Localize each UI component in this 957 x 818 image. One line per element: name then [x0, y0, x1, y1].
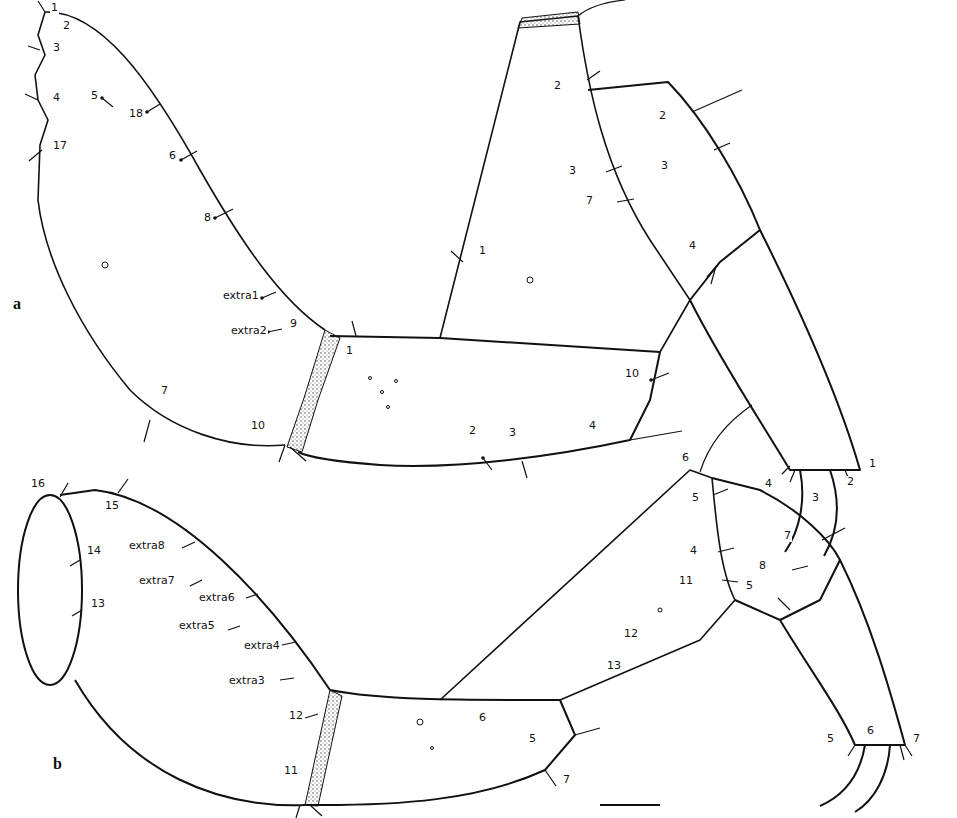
seta-number: extra7: [138, 575, 176, 587]
seta-number: 11: [678, 575, 694, 587]
seta-number: 6: [478, 712, 487, 724]
seta-number: 4: [588, 420, 597, 432]
seta-base: [100, 96, 653, 460]
scale-bar: [600, 804, 660, 806]
seta-number: 7: [160, 385, 169, 397]
seta-number: 7: [585, 195, 594, 207]
tibia-outline: [440, 470, 735, 700]
joint-membrane: [305, 690, 342, 806]
seta-number: extra4: [243, 640, 281, 652]
seta-number: 12: [288, 710, 304, 722]
seta-number: extra8: [128, 540, 166, 552]
apotele-outline: [780, 560, 905, 745]
pore: [102, 262, 533, 409]
seta-number: 6: [168, 150, 177, 162]
seta-number: 2: [553, 80, 562, 92]
panel-letter: b: [52, 756, 63, 772]
seta-number: 3: [568, 165, 577, 177]
seta-number: 4: [689, 545, 698, 557]
seta-number: 6: [866, 725, 875, 737]
seta-number: 1: [345, 345, 354, 357]
seta-number: 9: [289, 318, 298, 330]
seta-number: 10: [250, 420, 266, 432]
seta-number: 13: [606, 660, 622, 672]
seta-number: 2: [62, 20, 71, 32]
seta-number: 2: [658, 110, 667, 122]
seta-number: 2: [846, 476, 855, 488]
seta-number: 8: [758, 560, 767, 572]
seta-number: 6: [681, 452, 690, 464]
seta-number: 5: [745, 580, 754, 592]
seta-number: 7: [912, 733, 921, 745]
seta-number: 3: [660, 160, 669, 172]
trochanter-oval: [18, 495, 82, 685]
joint-membrane: [518, 12, 580, 28]
seta-number: 1: [50, 2, 59, 14]
seta-number: 10: [624, 368, 640, 380]
seta-number: 4: [764, 478, 773, 490]
seta-number: 5: [528, 733, 537, 745]
seta-number: 12: [623, 628, 639, 640]
femur-outline: [35, 12, 325, 446]
seta-number: 1: [478, 245, 487, 257]
claw: [820, 745, 890, 812]
seta-number: extra6: [198, 592, 236, 604]
seta: [60, 405, 912, 818]
seta-number: 18: [128, 108, 144, 120]
tarsus-outline: [588, 82, 760, 300]
seta-number: 5: [90, 90, 99, 102]
seta-number: 7: [783, 530, 792, 542]
leg-a: [25, 0, 860, 556]
seta-number: 3: [811, 492, 820, 504]
seta-number: 5: [826, 733, 835, 745]
leg-b: [18, 405, 912, 818]
panel-letter: a: [12, 296, 22, 312]
seta-number: 8: [203, 212, 212, 224]
seta-number: 4: [688, 240, 697, 252]
seta-number: 4: [52, 92, 61, 104]
seta-number: 14: [86, 545, 102, 557]
pore: [417, 608, 662, 750]
seta-number: extra1: [222, 290, 260, 302]
seta-number: extra2: [230, 325, 268, 337]
seta-number: 3: [508, 427, 517, 439]
seta-number: 2: [468, 425, 477, 437]
seta-number: 17: [52, 140, 68, 152]
femur-outline: [60, 490, 330, 805]
genu-outline: [305, 690, 575, 805]
seta: [25, 0, 850, 482]
seta-number: 11: [283, 765, 299, 777]
seta-number: extra5: [178, 620, 216, 632]
joint-membrane: [287, 330, 340, 452]
seta-number: 5: [691, 492, 700, 504]
genu-outline: [298, 336, 660, 466]
seta-number: 1: [868, 458, 877, 470]
seta-number: 3: [52, 42, 61, 54]
seta-number: 7: [562, 774, 571, 786]
seta-number: 13: [90, 598, 106, 610]
seta-number: 15: [104, 500, 120, 512]
seta-number: 16: [30, 478, 46, 490]
tibia-outline: [440, 16, 690, 352]
seta-number: extra3: [228, 675, 266, 687]
